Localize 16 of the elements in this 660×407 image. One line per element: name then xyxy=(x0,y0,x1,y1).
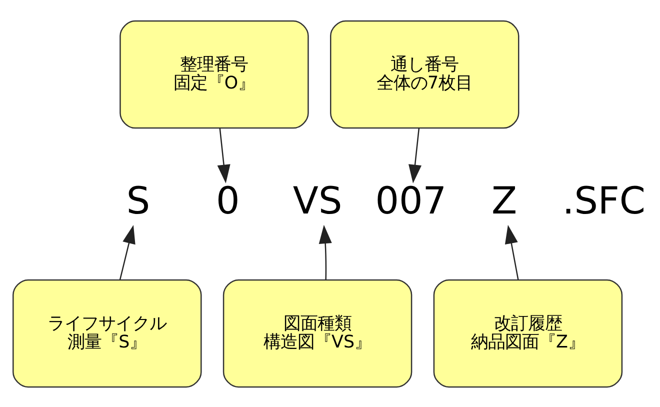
node-text: 0 xyxy=(216,178,240,222)
node-box: ライフサイクル 測量『S』 xyxy=(12,278,202,388)
arrow xyxy=(119,224,136,280)
node-box: 通し番号 全体の7枚目 xyxy=(330,20,520,128)
node-text: 007 xyxy=(375,178,447,222)
arrow xyxy=(217,128,230,183)
label: .SFC xyxy=(562,178,646,222)
node-text: Z xyxy=(492,178,518,222)
node-box: 整理番号 固定『O』 xyxy=(120,20,309,128)
node-box: 図面種類 構造図『VS』 xyxy=(222,278,412,388)
arrow xyxy=(318,224,332,280)
node-box: 改訂履歴 納品図面『Z』 xyxy=(433,278,623,388)
node-text: VS xyxy=(292,178,342,222)
node-text: S xyxy=(126,178,150,222)
arrow xyxy=(408,128,422,183)
arrow xyxy=(504,224,519,280)
